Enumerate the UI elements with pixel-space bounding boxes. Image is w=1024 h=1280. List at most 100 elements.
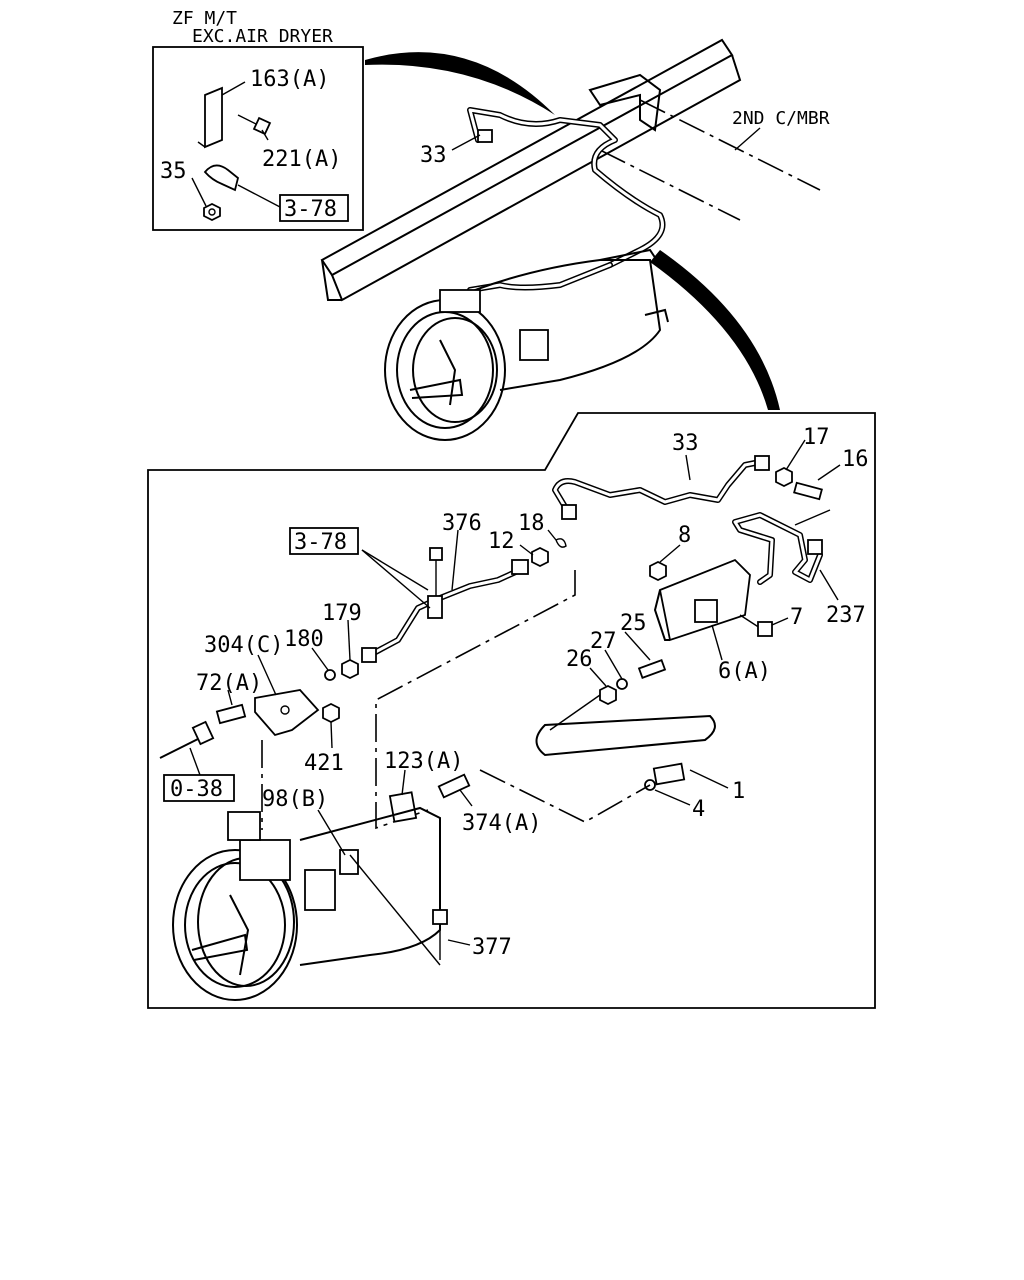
- inset-title-line1: ZF M/T: [172, 8, 237, 29]
- overview-assembly: 2ND C/MBR 33: [320, 38, 830, 441]
- bell-housing-inner-overview: [396, 311, 494, 429]
- clip-18: [555, 538, 567, 548]
- cylinder-overview: [439, 289, 481, 313]
- frame-rail: [320, 38, 734, 277]
- label-6a: 6(A): [718, 659, 771, 684]
- transmission-case-overview: [449, 259, 662, 391]
- cable-038-end: [191, 720, 215, 746]
- pipe-33-nut-left: [561, 504, 577, 520]
- clutch-fork-detail: [229, 894, 250, 976]
- leader-237-top: [794, 509, 831, 526]
- valve-detail: [227, 811, 261, 841]
- label-180: 180: [284, 627, 324, 652]
- fitting-374a: [437, 773, 471, 799]
- leader-180: [311, 647, 329, 671]
- leader-1: [689, 769, 729, 789]
- inset-leader-163a: [221, 81, 246, 96]
- leader-98b: [317, 809, 346, 856]
- cross-member-line-2: [599, 149, 741, 221]
- fitting-72a: [215, 703, 247, 725]
- washer-180: [324, 669, 336, 681]
- label-1: 1: [732, 779, 745, 804]
- inset-leader-221a: [261, 129, 269, 141]
- leader-8: [659, 544, 681, 563]
- fitting-1: [652, 762, 686, 786]
- leader-421: [330, 721, 333, 749]
- label-72a: 72(A): [196, 671, 262, 696]
- label-2nd-cmbr: 2ND C/MBR: [732, 108, 830, 129]
- frame-rail-flange: [331, 54, 742, 302]
- routing-line-2: [375, 570, 576, 830]
- clamp-376: [427, 595, 443, 619]
- bell-housing-outer-detail: [172, 849, 298, 1001]
- leader-2nd-cmbr: [734, 127, 761, 151]
- valve-6a: [694, 599, 718, 623]
- rail-bracket: [588, 73, 662, 132]
- nut-8: [649, 560, 667, 582]
- routing-line-1: [479, 769, 651, 823]
- leader-26: [589, 667, 607, 687]
- leader-12: [519, 544, 534, 556]
- detail-frame: [147, 412, 876, 1009]
- leader-179: [347, 619, 351, 661]
- label-376: 376: [442, 511, 482, 536]
- valve-block-overview: [519, 329, 549, 361]
- detail-callout-arrow: [650, 250, 780, 410]
- inset-bracket-foot: [197, 141, 206, 148]
- leader-overview-33: [451, 134, 481, 151]
- ref-378: 3-78: [294, 530, 347, 555]
- leader-237: [819, 569, 839, 601]
- detail-pipe-33: [552, 459, 763, 518]
- frame-rail-end: [321, 259, 342, 301]
- leader-123a: [401, 769, 406, 796]
- inset-bolt-head: [252, 116, 272, 136]
- leader-378-a: [361, 549, 429, 591]
- nut-12: [531, 546, 549, 568]
- bell-housing-ring-overview: [412, 317, 498, 423]
- cross-member-line-1: [639, 99, 821, 191]
- label-377: 377: [472, 935, 512, 960]
- overview-pipe-nut: [477, 129, 493, 143]
- inset-ref-box-378: [279, 194, 349, 222]
- inset-label-221a: 221(A): [262, 147, 341, 172]
- leader-72a: [227, 689, 233, 706]
- pipe-376-nut: [511, 559, 529, 575]
- label-237: 237: [826, 603, 866, 628]
- leader-377-a: [349, 854, 441, 966]
- overview-label-33: 33: [420, 143, 447, 168]
- inset-nut-35: [203, 202, 221, 222]
- bolt-7-shank: [739, 614, 761, 629]
- nut-17: [775, 466, 793, 488]
- leader-377: [447, 939, 471, 946]
- inset-ref-378: 3-78: [284, 197, 337, 222]
- nut-421: [322, 702, 340, 724]
- leader-27: [604, 649, 623, 680]
- leader-7: [771, 617, 789, 626]
- bolt-377-head: [432, 909, 448, 925]
- label-8: 8: [678, 523, 691, 548]
- leader-16: [817, 464, 841, 481]
- pipe-376-nut-left: [361, 647, 377, 663]
- fitting-16: [793, 481, 823, 501]
- label-25: 25: [620, 611, 647, 636]
- cable-038: [159, 737, 201, 759]
- label-374a: 374(A): [462, 811, 541, 836]
- slave-cylinder-detail: [239, 839, 291, 881]
- leader-374a: [459, 789, 473, 807]
- clamp-bolt-head: [429, 547, 443, 561]
- label-17: 17: [803, 425, 830, 450]
- transmission-case-detail: [299, 806, 441, 966]
- label-4: 4: [692, 797, 705, 822]
- case-tab-overview: [644, 308, 669, 323]
- label-18: 18: [518, 511, 545, 536]
- leader-378-b: [361, 549, 431, 609]
- label-179: 179: [322, 601, 362, 626]
- ref-box-378: [289, 527, 359, 555]
- inset-title-line2: EXC.AIR DRYER: [192, 26, 333, 47]
- input-shaft-overview: [409, 378, 464, 399]
- pipe-33-nut-right: [754, 455, 770, 471]
- inset-bolt-221a: [237, 114, 259, 126]
- pipe-237-nut: [807, 539, 823, 555]
- leader-304c: [257, 654, 277, 696]
